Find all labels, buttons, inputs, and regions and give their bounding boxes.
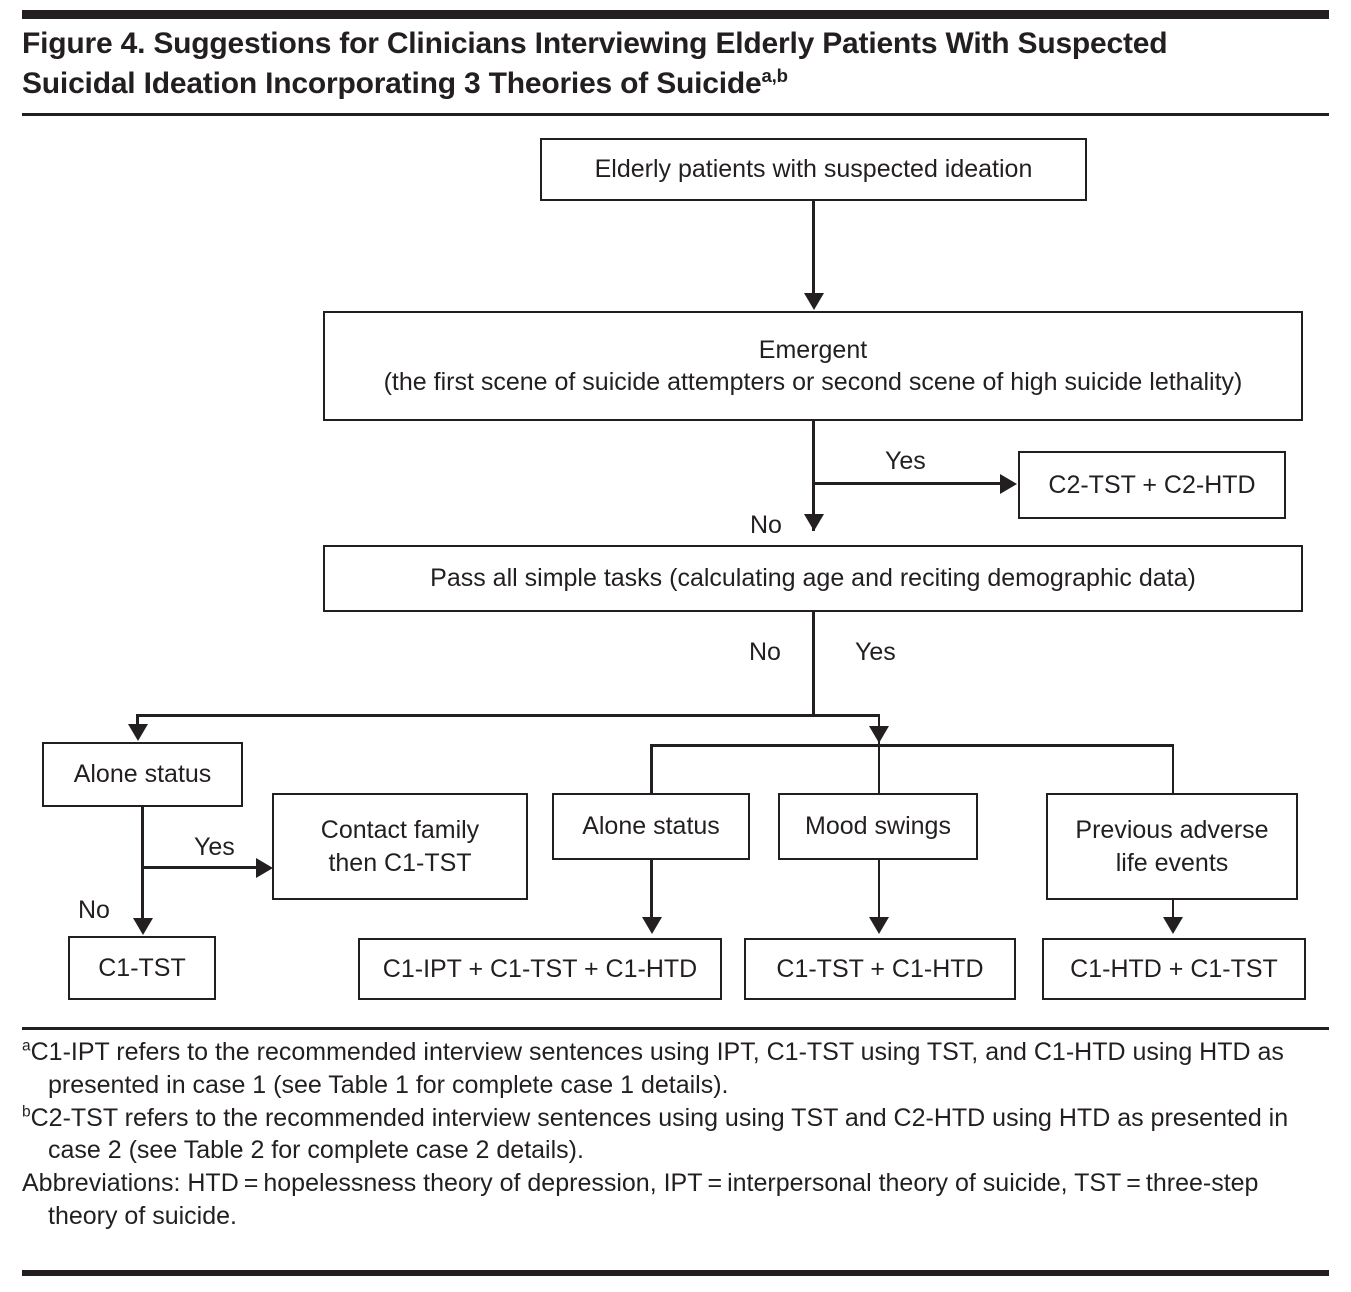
edge-label-tasks-yes: Yes [855, 638, 896, 666]
node-start-label: Elderly patients with suspected ideation [594, 155, 1033, 184]
arrowhead-alone-yes [256, 857, 273, 878]
arrowhead-tasks-yes [869, 726, 889, 743]
arrowhead-start-to-emergent [803, 293, 824, 310]
node-simple-tasks[interactable]: Pass all simple tasks (calculating age a… [323, 545, 1303, 612]
connector-start-to-emergent [812, 201, 815, 293]
node-contact-family-label-line-2: then C1-TST [328, 848, 472, 877]
node-emergent[interactable]: Emergent (the first scene of suicide att… [323, 311, 1303, 421]
node-c1-ipt-tst-htd[interactable]: C1-IPT + C1-TST + C1-HTD [358, 938, 722, 1000]
footnote-abbreviations: Abbreviations: HTD = hopelessness theory… [22, 1169, 1259, 1230]
top-rule [22, 10, 1329, 19]
node-alone-status-right-label: Alone status [582, 812, 720, 841]
connector-yes-branch-right-drop [1171, 744, 1174, 793]
node-emergent-label-line-2: (the first scene of suicide attempters o… [383, 368, 1243, 396]
figure-title: Figure 4. Suggestions for Clinicians Int… [22, 24, 1322, 104]
arrowhead-alone-right-to-result [641, 917, 662, 934]
footnote-a-marker: a [22, 1037, 31, 1055]
edge-label-tasks-no: No [749, 638, 781, 666]
node-c1-ipt-tst-htd-label: C1-IPT + C1-TST + C1-HTD [382, 954, 698, 983]
edge-label-emergent-no: No [750, 511, 782, 539]
connector-tasks-no-drop [136, 714, 139, 730]
figure-title-superscript: a,b [761, 64, 788, 86]
figure-title-line-2: Suicidal Ideation Incorporating 3 Theori… [22, 66, 762, 100]
node-previous-adverse-life-events[interactable]: Previous adverse life events [1046, 793, 1298, 900]
arrowhead-adverse-to-result [1163, 917, 1183, 934]
node-previous-adverse-label-line-1: Previous adverse [1075, 816, 1269, 844]
title-bottom-rule [22, 113, 1329, 116]
figure-title-line-1: Figure 4. Suggestions for Clinicians Int… [22, 27, 1168, 60]
node-alone-status-left-label: Alone status [73, 760, 212, 789]
footnotes: aC1-IPT refers to the recommended interv… [22, 1036, 1328, 1233]
footnote-a-text: C1-IPT refers to the recommended intervi… [30, 1038, 1284, 1099]
connector-mood-to-result [877, 860, 880, 918]
connector-alone-right-to-result [650, 860, 653, 918]
node-contact-family-label-line-1: Contact family [320, 816, 480, 844]
node-c1-htd-tst-label: C1-HTD + C1-TST [1070, 954, 1278, 983]
connector-yes-branch-bar [650, 744, 1174, 747]
node-alone-status-left[interactable]: Alone status [42, 742, 243, 807]
node-contact-family[interactable]: Contact family then C1-TST [272, 793, 528, 900]
node-c2-combination[interactable]: C2-TST + C2-HTD [1018, 451, 1286, 519]
connector-emergent-stem [812, 421, 815, 531]
connector-emergent-yes [812, 482, 1002, 485]
footnote-b-text: C2-TST refers to the recommended intervi… [30, 1103, 1289, 1165]
connector-yes-branch-mid-drop [877, 744, 880, 793]
node-c1-htd-tst[interactable]: C1-HTD + C1-TST [1042, 938, 1306, 1000]
bottom-rule [22, 1270, 1329, 1276]
arrowhead-emergent-no [803, 514, 824, 531]
node-previous-adverse-label-line-2: life events [1115, 848, 1229, 877]
footnote-a: aC1-IPT refers to the recommended interv… [22, 1036, 1328, 1102]
arrowhead-mood-to-result [869, 917, 889, 934]
connector-tasks-split-bar [136, 714, 880, 717]
connector-adverse-to-result [1171, 900, 1174, 919]
edge-label-alone-no: No [78, 896, 110, 924]
node-c1-tst-label: C1-TST [98, 953, 186, 982]
node-mood-swings[interactable]: Mood swings [778, 793, 978, 860]
footnote-top-rule [22, 1027, 1329, 1030]
edge-label-emergent-yes: Yes [885, 447, 926, 475]
connector-tasks-stem [812, 612, 815, 716]
connector-alone-stem [141, 807, 144, 920]
footnote-b-marker: b [22, 1103, 31, 1121]
arrowhead-emergent-yes [1000, 473, 1017, 494]
node-start[interactable]: Elderly patients with suspected ideation [540, 138, 1087, 201]
node-mood-swings-label: Mood swings [805, 812, 951, 841]
node-c2-combination-label: C2-TST + C2-HTD [1048, 470, 1256, 499]
footnote-b: bC2-TST refers to the recommended interv… [22, 1102, 1328, 1168]
arrowhead-alone-no [132, 918, 153, 935]
node-c1-tst-htd[interactable]: C1-TST + C1-HTD [744, 938, 1016, 1000]
node-c1-tst[interactable]: C1-TST [68, 936, 216, 1000]
node-emergent-label-line-1: Emergent [758, 335, 868, 364]
node-c1-tst-htd-label: C1-TST + C1-HTD [776, 954, 984, 983]
connector-alone-yes [141, 866, 258, 869]
node-alone-status-right[interactable]: Alone status [552, 793, 750, 860]
connector-yes-branch-left-drop [650, 744, 653, 793]
arrowhead-tasks-no [127, 724, 148, 741]
edge-label-alone-yes: Yes [194, 833, 235, 861]
node-simple-tasks-label: Pass all simple tasks (calculating age a… [430, 564, 1196, 593]
